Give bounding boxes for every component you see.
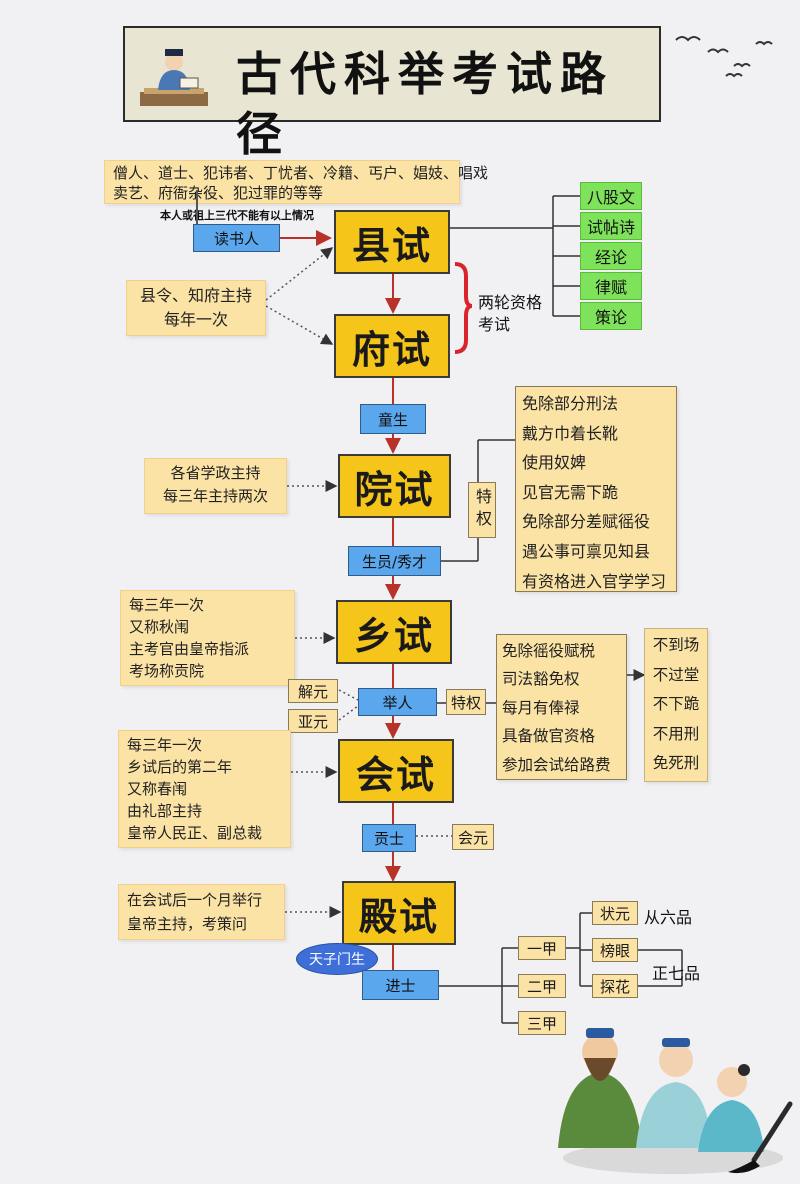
privilege-item: 免除部分刑法 — [522, 394, 619, 413]
note-line: 又称秋闱 — [129, 618, 190, 636]
excluded-line: 僧人、道士、犯讳者、丁忧者、冷籍、丐户、娼妓、唱戏 — [113, 164, 489, 182]
note-line: 每三年一次 — [127, 736, 203, 754]
immunity-item: 不过堂 — [652, 665, 700, 684]
title-tanhua: 探花 — [592, 974, 638, 998]
palace-info-note: 在会试后一个月举行 皇帝主持，考策问 — [118, 884, 285, 940]
ink-brush-icon — [728, 1101, 793, 1174]
teacher-students-illustration-icon — [558, 1028, 783, 1174]
privilege-item: 具备做官资格 — [502, 727, 596, 746]
grade-erjia: 二甲 — [518, 974, 566, 998]
note-line: 每三年一次 — [129, 596, 205, 614]
privilege-item: 免除部分差赋徭役 — [522, 512, 651, 532]
note-line: 每年一次 — [163, 310, 228, 329]
exam-academy: 院试 — [338, 454, 451, 518]
flying-birds-icon — [675, 36, 773, 78]
academy-host-note: 各省学政主持 每三年主持两次 — [144, 458, 287, 514]
rank-zhengqipin: 正七品 — [652, 964, 701, 983]
two-rounds-label: 两轮资格 考试 — [478, 292, 542, 336]
privilege-item: 使用奴婢 — [522, 453, 587, 473]
rank-tongsheng: 童生 — [360, 404, 426, 434]
title-zhuangyuan: 状元 — [592, 901, 638, 925]
note-line: 主考官由皇帝指派 — [129, 640, 250, 658]
shengyuan-privilege-label: 特权 — [468, 482, 496, 538]
two-rounds-bracket — [454, 262, 473, 354]
grade-yijia: 一甲 — [518, 936, 566, 960]
judicial-immunity-list: 不到场 不过堂 不下跪 不用刑 免死刑 — [644, 628, 708, 782]
exam-prefecture: 府试 — [334, 314, 450, 378]
subject-item: 八股文 — [580, 182, 642, 210]
privilege-item: 参加会试给路费 — [502, 755, 611, 774]
note-line: 皇帝人民正、副总裁 — [127, 824, 263, 842]
title-jieyuan: 解元 — [288, 679, 338, 703]
note-line: 乡试后的第二年 — [127, 758, 233, 776]
rank-dushuren: 读书人 — [193, 224, 280, 252]
note-line: 由礼部主持 — [127, 802, 203, 820]
page-title: 古代科举考试路径 — [236, 47, 614, 161]
exam-provincial: 乡试 — [336, 600, 452, 664]
privilege-item: 每月有俸禄 — [502, 698, 580, 717]
excluded-line: 卖艺、府衙杂役、犯过罪的等等 — [113, 184, 324, 202]
juren-privileges-list: 免除徭役赋税 司法豁免权 每月有俸禄 具备做官资格 参加会试给路费 — [496, 634, 627, 780]
title-banner — [123, 26, 661, 122]
subject-item: 律赋 — [580, 272, 642, 300]
label-line: 两轮资格 — [478, 293, 543, 312]
excluded-connector — [196, 190, 198, 226]
immunity-item: 不到场 — [652, 636, 700, 654]
subject-bracket — [450, 195, 580, 317]
exam-palace: 殿试 — [342, 881, 456, 945]
note-line: 各省学政主持 — [170, 464, 261, 482]
subject-item: 试帖诗 — [580, 212, 642, 240]
note-line: 县令、知府主持 — [139, 286, 252, 305]
immunity-item: 不用刑 — [652, 724, 700, 743]
rank-gongshi: 贡士 — [362, 824, 416, 852]
title-huiyuan: 会元 — [452, 824, 494, 850]
note-line: 考场称贡院 — [129, 662, 205, 680]
privilege-item: 有资格进入官学学习 — [522, 571, 667, 591]
county-host-note: 县令、知府主持 每年一次 — [126, 280, 266, 336]
shengyuan-privileges-list: 免除部分刑法 戴方巾着长靴 使用奴婢 见官无需下跪 免除部分差赋徭役 遇公事可禀… — [515, 386, 677, 592]
privilege-item: 司法豁免权 — [502, 670, 580, 689]
label-line: 考试 — [478, 315, 511, 334]
subject-item: 经论 — [580, 242, 642, 270]
main-chain-arrows — [280, 230, 401, 970]
rank-shengyuan: 生员/秀才 — [348, 546, 441, 576]
provincial-info-note: 每三年一次 又称秋闱 主考官由皇帝指派 考场称贡院 — [120, 590, 295, 686]
rank-congliupin: 从六品 — [644, 908, 693, 927]
exam-county: 县试 — [334, 210, 450, 274]
title-bangyan: 榜眼 — [592, 938, 638, 962]
privilege-item: 见官无需下跪 — [522, 482, 619, 502]
grade-sanjia: 三甲 — [518, 1011, 566, 1035]
dotted-connectors — [265, 247, 452, 918]
title-yayuan: 亚元 — [288, 709, 338, 733]
jinshi-connector — [439, 912, 683, 1024]
note-line: 皇帝主持，考策问 — [127, 915, 248, 933]
note-line: 每三年主持两次 — [162, 487, 268, 505]
privilege-item: 免除徭役赋税 — [502, 642, 596, 660]
excluded-groups-note: 僧人、道士、犯讳者、丁忧者、冷籍、丐户、娼妓、唱戏 卖艺、府衙杂役、犯过罪的等等 — [104, 160, 489, 204]
rank-jinshi: 进士 — [362, 970, 439, 1000]
subject-item: 策论 — [580, 302, 642, 330]
juren-privilege-label: 特权 — [446, 689, 486, 715]
immunity-item: 不下跪 — [652, 695, 700, 714]
privilege-item: 遇公事可禀见知县 — [522, 541, 651, 561]
excluded-caption: 本人或祖上三代不能有以上情况 — [160, 209, 314, 222]
note-line: 又称春闱 — [127, 780, 188, 798]
note-line: 在会试后一个月举行 — [127, 891, 263, 909]
tianzi-mensheng-badge: 天子门生 — [296, 943, 378, 975]
scholar-illustration-icon — [140, 49, 208, 106]
immunity-item: 免死刑 — [652, 754, 700, 773]
rank-juren: 举人 — [358, 688, 437, 716]
metropolitan-info-note: 每三年一次 乡试后的第二年 又称春闱 由礼部主持 皇帝人民正、副总裁 — [118, 730, 291, 848]
exam-metropolitan: 会试 — [338, 739, 454, 803]
privilege-item: 戴方巾着长靴 — [522, 423, 619, 443]
